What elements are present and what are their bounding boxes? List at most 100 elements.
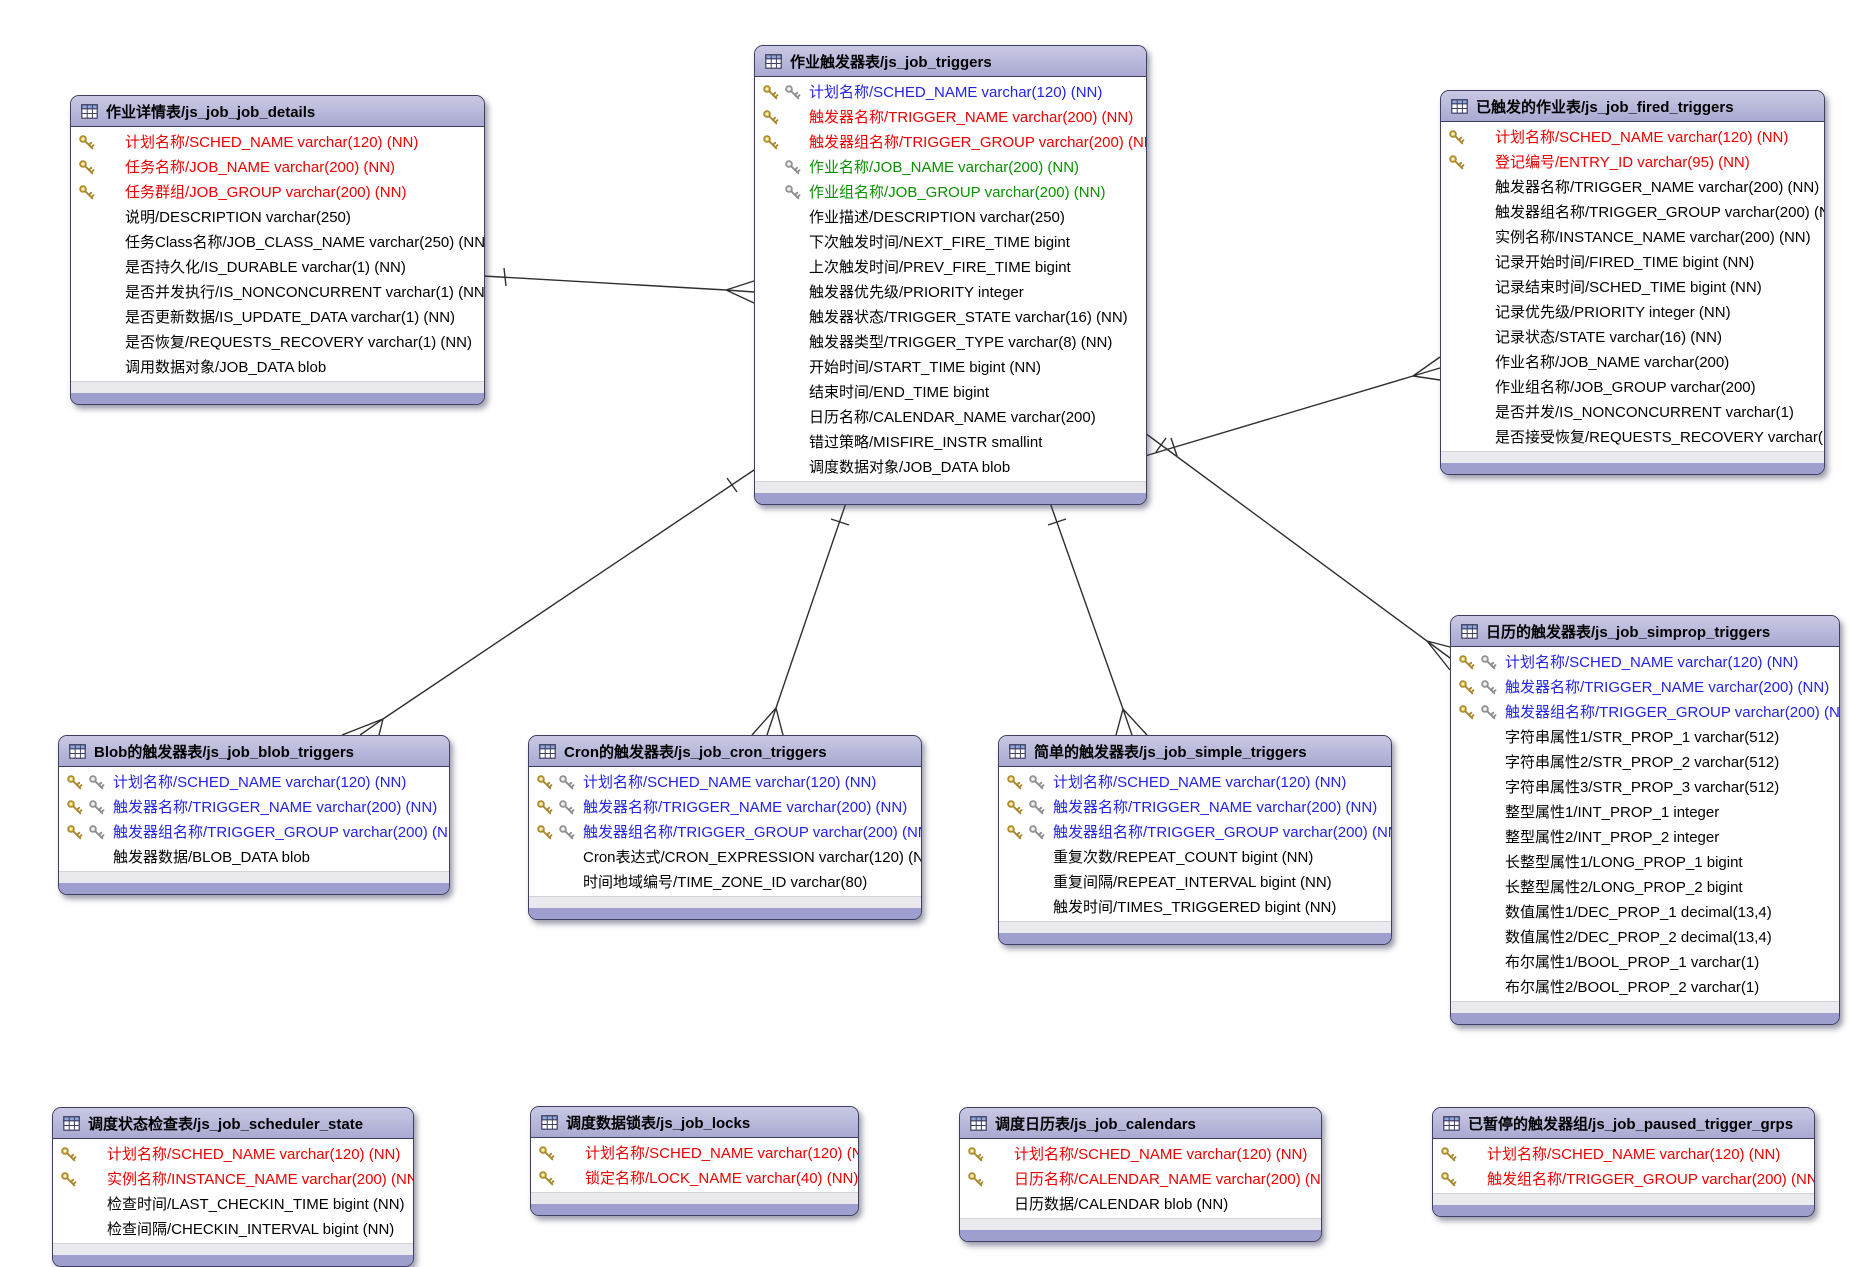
column-row-plain[interactable]: 触发器优先级/PRIORITY integer [755,280,1146,305]
column-row-plain[interactable]: Cron表达式/CRON_EXPRESSION varchar(120) (NN… [529,845,921,870]
column-row-pkfk[interactable]: 触发器名称/TRIGGER_NAME varchar(200) (NN) [529,795,921,820]
column-row-pk[interactable]: 锁定名称/LOCK_NAME varchar(40) (NN) [531,1166,858,1191]
column-row-plain[interactable]: 记录状态/STATE varchar(16) (NN) [1441,325,1824,350]
column-row-plain[interactable]: 字符串属性3/STR_PROP_3 varchar(512) [1451,775,1839,800]
column-row-plain[interactable]: 下次触发时间/NEXT_FIRE_TIME bigint [755,230,1146,255]
column-row-pk[interactable]: 日历名称/CALENDAR_NAME varchar(200) (NN) [960,1167,1321,1192]
relationship-job-details-triggers[interactable] [482,267,755,304]
table-header[interactable]: 已触发的作业表/js_job_fired_triggers [1441,91,1824,122]
column-row-plain[interactable]: 字符串属性1/STR_PROP_1 varchar(512) [1451,725,1839,750]
column-row-pk[interactable]: 计划名称/SCHED_NAME varchar(120) (NN) [531,1141,858,1166]
entity-table-js-job-locks[interactable]: 调度数据锁表/js_job_locks 计划名称/SCHED_NAME varc… [530,1106,859,1216]
column-row-plain[interactable]: 重复间隔/REPEAT_INTERVAL bigint (NN) [999,870,1391,895]
column-row-plain[interactable]: 数值属性2/DEC_PROP_2 decimal(13,4) [1451,925,1839,950]
column-row-plain[interactable]: 长整型属性1/LONG_PROP_1 bigint [1451,850,1839,875]
column-row-pk[interactable]: 触发器名称/TRIGGER_NAME varchar(200) (NN) [755,105,1146,130]
column-row-plain[interactable]: 记录开始时间/FIRED_TIME bigint (NN) [1441,250,1824,275]
column-row-pk[interactable]: 任务名称/JOB_NAME varchar(200) (NN) [71,155,484,180]
column-row-plain[interactable]: 整型属性2/INT_PROP_2 integer [1451,825,1839,850]
relationship-triggers-simple-triggers[interactable] [1047,496,1148,736]
column-row-plain[interactable]: 布尔属性2/BOOL_PROP_2 varchar(1) [1451,975,1839,1000]
column-row-plain[interactable]: 错过策略/MISFIRE_INSTR smallint [755,430,1146,455]
column-row-pkfk[interactable]: 计划名称/SCHED_NAME varchar(120) (NN) [755,80,1146,105]
column-row-pk[interactable]: 触发组名称/TRIGGER_GROUP varchar(200) (NN) [1433,1167,1814,1192]
table-header[interactable]: 作业详情表/js_job_job_details [71,96,484,127]
column-row-plain[interactable]: 上次触发时间/PREV_FIRE_TIME bigint [755,255,1146,280]
column-row-plain[interactable]: 触发器名称/TRIGGER_NAME varchar(200) (NN) [1441,175,1824,200]
column-row-pk[interactable]: 实例名称/INSTANCE_NAME varchar(200) (NN) [53,1167,413,1192]
column-row-plain[interactable]: 时间地域编号/TIME_ZONE_ID varchar(80) [529,870,921,895]
column-row-plain[interactable]: 是否更新数据/IS_UPDATE_DATA varchar(1) (NN) [71,305,484,330]
column-row-plain[interactable]: 是否持久化/IS_DURABLE varchar(1) (NN) [71,255,484,280]
column-row-plain[interactable]: 是否接受恢复/REQUESTS_RECOVERY varchar(1) [1441,425,1824,450]
column-row-plain[interactable]: 整型属性1/INT_PROP_1 integer [1451,800,1839,825]
column-row-plain[interactable]: 结束时间/END_TIME bigint [755,380,1146,405]
entity-table-js-job-calendars[interactable]: 调度日历表/js_job_calendars 计划名称/SCHED_NAME v… [959,1107,1322,1242]
column-row-plain[interactable]: 调用数据对象/JOB_DATA blob [71,355,484,380]
table-header[interactable]: 简单的触发器表/js_job_simple_triggers [999,736,1391,767]
column-row-fk[interactable]: 作业名称/JOB_NAME varchar(200) (NN) [755,155,1146,180]
entity-table-js-job-blob-triggers[interactable]: Blob的触发器表/js_job_blob_triggers 计划名称/SCHE… [58,735,450,895]
table-header[interactable]: 调度状态检查表/js_job_scheduler_state [53,1108,413,1139]
relationship-triggers-blob-triggers[interactable] [341,469,755,736]
column-row-pkfk[interactable]: 计划名称/SCHED_NAME varchar(120) (NN) [529,770,921,795]
column-row-plain[interactable]: 触发器数据/BLOB_DATA blob [59,845,449,870]
column-row-plain[interactable]: 记录结束时间/SCHED_TIME bigint (NN) [1441,275,1824,300]
column-row-plain[interactable]: 长整型属性2/LONG_PROP_2 bigint [1451,875,1839,900]
column-row-pk[interactable]: 任务群组/JOB_GROUP varchar(200) (NN) [71,180,484,205]
column-row-plain[interactable]: 触发时间/TIMES_TRIGGERED bigint (NN) [999,895,1391,920]
entity-table-js-job-cron-triggers[interactable]: Cron的触发器表/js_job_cron_triggers 计划名称/SCHE… [528,735,922,920]
column-row-plain[interactable]: 说明/DESCRIPTION varchar(250) [71,205,484,230]
column-row-plain[interactable]: 数值属性1/DEC_PROP_1 decimal(13,4) [1451,900,1839,925]
column-row-fk[interactable]: 作业组名称/JOB_GROUP varchar(200) (NN) [755,180,1146,205]
column-row-pkfk[interactable]: 触发器组名称/TRIGGER_GROUP varchar(200) (NN) [1451,700,1839,725]
column-row-plain[interactable]: 字符串属性2/STR_PROP_2 varchar(512) [1451,750,1839,775]
column-row-plain[interactable]: 任务Class名称/JOB_CLASS_NAME varchar(250) (N… [71,230,484,255]
relationship-triggers-cron-triggers[interactable] [751,496,850,736]
column-row-pk[interactable]: 触发器组名称/TRIGGER_GROUP varchar(200) (NN) [755,130,1146,155]
entity-table-js-job-fired-triggers[interactable]: 已触发的作业表/js_job_fired_triggers 计划名称/SCHED… [1440,90,1825,475]
column-row-pkfk[interactable]: 计划名称/SCHED_NAME varchar(120) (NN) [999,770,1391,795]
column-row-plain[interactable]: 重复次数/REPEAT_COUNT bigint (NN) [999,845,1391,870]
column-row-pk[interactable]: 计划名称/SCHED_NAME varchar(120) (NN) [1433,1142,1814,1167]
table-header[interactable]: 已暂停的触发器组/js_job_paused_trigger_grps [1433,1108,1814,1139]
column-row-plain[interactable]: 是否并发执行/IS_NONCONCURRENT varchar(1) (NN) [71,280,484,305]
entity-table-js-job-triggers[interactable]: 作业触发器表/js_job_triggers 计划名称/SCHED_NAME v… [754,45,1147,505]
table-header[interactable]: 作业触发器表/js_job_triggers [755,46,1146,77]
column-row-pkfk[interactable]: 计划名称/SCHED_NAME varchar(120) (NN) [1451,650,1839,675]
column-row-pkfk[interactable]: 触发器名称/TRIGGER_NAME varchar(200) (NN) [1451,675,1839,700]
column-row-pkfk[interactable]: 触发器组名称/TRIGGER_GROUP varchar(200) (NN) [529,820,921,845]
table-header[interactable]: 调度日历表/js_job_calendars [960,1108,1321,1139]
column-row-plain[interactable]: 是否并发/IS_NONCONCURRENT varchar(1) [1441,400,1824,425]
table-header[interactable]: 日历的触发器表/js_job_simprop_triggers [1451,616,1839,647]
relationship-triggers-fired-triggers[interactable] [1144,356,1441,457]
column-row-plain[interactable]: 实例名称/INSTANCE_NAME varchar(200) (NN) [1441,225,1824,250]
relationship-triggers-simprop-triggers[interactable] [1144,432,1451,671]
column-row-plain[interactable]: 检查时间/LAST_CHECKIN_TIME bigint (NN) [53,1192,413,1217]
column-row-plain[interactable]: 日历数据/CALENDAR blob (NN) [960,1192,1321,1217]
column-row-plain[interactable]: 是否恢复/REQUESTS_RECOVERY varchar(1) (NN) [71,330,484,355]
column-row-pk[interactable]: 计划名称/SCHED_NAME varchar(120) (NN) [71,130,484,155]
column-row-plain[interactable]: 触发器组名称/TRIGGER_GROUP varchar(200) (NN) [1441,200,1824,225]
column-row-plain[interactable]: 开始时间/START_TIME bigint (NN) [755,355,1146,380]
column-row-plain[interactable]: 作业名称/JOB_NAME varchar(200) [1441,350,1824,375]
column-row-plain[interactable]: 检查间隔/CHECKIN_INTERVAL bigint (NN) [53,1217,413,1242]
column-row-plain[interactable]: 触发器类型/TRIGGER_TYPE varchar(8) (NN) [755,330,1146,355]
column-row-pk[interactable]: 计划名称/SCHED_NAME varchar(120) (NN) [1441,125,1824,150]
column-row-pk[interactable]: 计划名称/SCHED_NAME varchar(120) (NN) [53,1142,413,1167]
column-row-pkfk[interactable]: 触发器组名称/TRIGGER_GROUP varchar(200) (NN) [999,820,1391,845]
column-row-plain[interactable]: 记录优先级/PRIORITY integer (NN) [1441,300,1824,325]
column-row-pk[interactable]: 登记编号/ENTRY_ID varchar(95) (NN) [1441,150,1824,175]
table-header[interactable]: 调度数据锁表/js_job_locks [531,1107,858,1138]
column-row-plain[interactable]: 日历名称/CALENDAR_NAME varchar(200) [755,405,1146,430]
column-row-pkfk[interactable]: 触发器组名称/TRIGGER_GROUP varchar(200) (NN) [59,820,449,845]
entity-table-js-job-job-details[interactable]: 作业详情表/js_job_job_details 计划名称/SCHED_NAME… [70,95,485,405]
column-row-pkfk[interactable]: 触发器名称/TRIGGER_NAME varchar(200) (NN) [59,795,449,820]
column-row-pkfk[interactable]: 触发器名称/TRIGGER_NAME varchar(200) (NN) [999,795,1391,820]
column-row-plain[interactable]: 作业描述/DESCRIPTION varchar(250) [755,205,1146,230]
column-row-plain[interactable]: 布尔属性1/BOOL_PROP_1 varchar(1) [1451,950,1839,975]
entity-table-js-job-scheduler-state[interactable]: 调度状态检查表/js_job_scheduler_state 计划名称/SCHE… [52,1107,414,1267]
entity-table-js-job-simprop-triggers[interactable]: 日历的触发器表/js_job_simprop_triggers 计划名称/SCH… [1450,615,1840,1025]
column-row-plain[interactable]: 作业组名称/JOB_GROUP varchar(200) [1441,375,1824,400]
